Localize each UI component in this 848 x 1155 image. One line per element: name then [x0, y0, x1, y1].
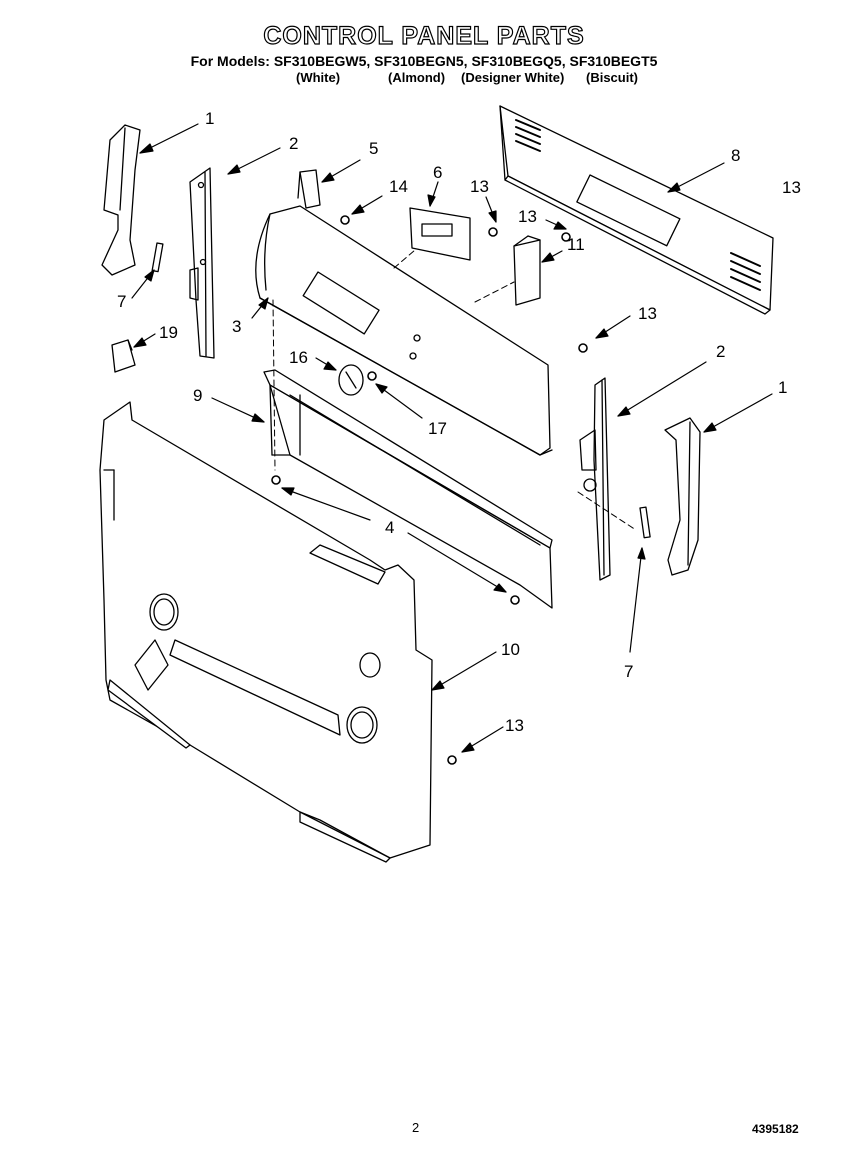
callout-4: 4	[385, 518, 394, 537]
callout-6: 6	[433, 163, 442, 182]
part-endcap-right	[664, 417, 701, 576]
color-list: (White) (Almond) (Designer White) (Biscu…	[0, 70, 848, 88]
callout-2-left: 2	[289, 134, 298, 153]
callout-13-d: 13	[638, 304, 657, 323]
part-clock-6	[409, 207, 471, 261]
callout-1-right: 1	[778, 378, 787, 397]
part-rear-console	[499, 105, 774, 315]
part-endcap-left	[101, 124, 141, 276]
callout-13-b: 13	[518, 207, 537, 226]
color-white: (White)	[296, 70, 341, 85]
callout-13-c: 13	[782, 178, 801, 197]
model-list: For Models: SF310BEGW5, SF310BEGN5, SF31…	[190, 53, 658, 69]
page-number: 2	[412, 1120, 420, 1135]
part-knob-16	[338, 364, 364, 396]
leader-lines	[131, 123, 773, 753]
callout-7-right: 7	[624, 662, 633, 681]
callout-9: 9	[193, 386, 202, 405]
part-back-panel	[99, 401, 433, 863]
part-control-panel	[255, 205, 553, 456]
callout-10: 10	[501, 640, 520, 659]
part-switch-5	[297, 169, 321, 209]
callout-17: 17	[428, 419, 447, 438]
callout-5: 5	[369, 139, 378, 158]
part-bracket-left	[189, 167, 215, 359]
color-almond: (Almond)	[388, 70, 446, 85]
callout-11: 11	[567, 235, 585, 254]
callout-19: 19	[159, 323, 178, 342]
callout-14: 14	[389, 177, 408, 196]
page-header: CONTROL PANEL PARTS For Models: SF310BEG…	[0, 21, 848, 88]
page-title: CONTROL PANEL PARTS	[263, 21, 585, 50]
callout-1-left: 1	[205, 109, 214, 128]
color-biscuit: (Biscuit)	[586, 70, 638, 85]
part-clip-7-left	[151, 242, 164, 273]
color-designer-white: (Designer White)	[461, 70, 565, 85]
part-box-11	[513, 235, 541, 306]
callout-7-left: 7	[117, 292, 126, 311]
reference-lines	[272, 249, 637, 531]
callout-labels: 1 2 5 14 6 13 13 8 13 11 7 3 19 13 16 9 …	[117, 109, 801, 735]
callout-13-e: 13	[505, 716, 524, 735]
part-block-19	[111, 339, 136, 373]
callout-3: 3	[232, 317, 241, 336]
part-panel-support	[263, 369, 553, 609]
screws	[271, 215, 588, 765]
callout-13-a: 13	[470, 177, 489, 196]
callout-8: 8	[731, 146, 740, 165]
callout-2-right: 2	[716, 342, 725, 361]
callout-16: 16	[289, 348, 308, 367]
part-clip-7-right	[639, 506, 651, 539]
document-number: 4395182	[752, 1122, 799, 1136]
part-bracket-right	[579, 377, 611, 581]
